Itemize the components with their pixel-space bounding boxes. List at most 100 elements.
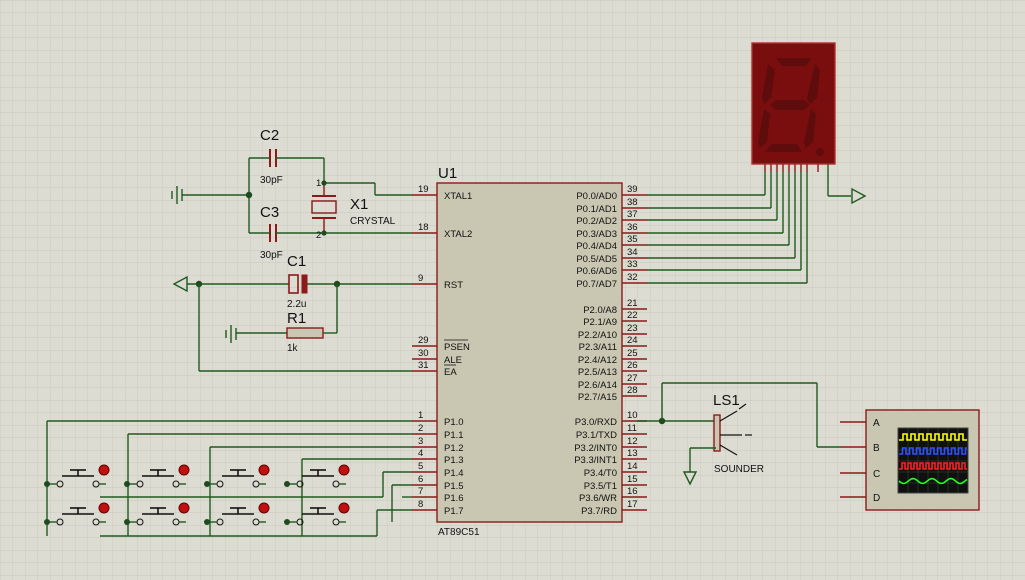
mcu-pin-number: 34 (627, 247, 638, 258)
keypad-button[interactable] (284, 464, 350, 488)
junction-dot (44, 519, 50, 525)
mcu-pin-number: 39 (627, 184, 638, 195)
junction-dot (124, 519, 130, 525)
mcu-pin-name: P0.3/AD3 (576, 229, 617, 240)
junction-dot (321, 230, 327, 236)
mcu-pin-number: 1 (418, 410, 423, 421)
junction-dot (245, 191, 253, 199)
ground-symbol-sounder (682, 471, 698, 486)
mcu-pin-name: P3.3/INT1 (574, 455, 617, 466)
button-state-indicator (258, 502, 270, 514)
c3-ref-label: C3 (260, 204, 279, 221)
mcu-pin-name: P1.6 (444, 493, 464, 504)
mcu-pin-name: P3.6/WR (579, 493, 617, 504)
keypad-button[interactable] (124, 464, 190, 488)
resistor-r1[interactable]: R1 1k (236, 310, 337, 354)
scope-trace (899, 462, 967, 470)
keypad-button[interactable] (44, 502, 110, 526)
keypad-button[interactable] (204, 464, 270, 488)
button-state-indicator (98, 464, 110, 476)
junction-dot (284, 519, 290, 525)
mcu-pin-number: 5 (418, 461, 423, 472)
mcu-pin-number: 38 (627, 197, 638, 208)
mcu-pin-name: ALE (444, 355, 462, 366)
mcu-pin-name: P1.3 (444, 455, 464, 466)
mcu-pin-number: 17 (627, 499, 638, 510)
keypad-button[interactable] (204, 502, 270, 526)
junction-dot (284, 481, 290, 487)
mcu-pin-number: 22 (627, 310, 638, 321)
scope-channel-label: A (873, 418, 880, 429)
button-state-indicator (178, 464, 190, 476)
button-state-indicator (258, 464, 270, 476)
keypad-matrix (44, 420, 412, 537)
mcu-pin-number: 7 (418, 486, 423, 497)
mcu-pin-number: 3 (418, 436, 423, 447)
mcu-pin-name: P1.0 (444, 417, 464, 428)
mcu-pin-number: 24 (627, 335, 638, 346)
mcu-pin-number: 35 (627, 234, 638, 245)
mcu-pin-number: 14 (627, 461, 638, 472)
mcu-pin-number: 9 (418, 273, 423, 284)
x1-ref-label: X1 (350, 196, 368, 213)
mcu-pin-number: 33 (627, 259, 638, 270)
mcu-pin-number: 4 (418, 448, 423, 459)
capacitor-c1[interactable]: C1 2.2u (287, 253, 412, 310)
seven-segment-display[interactable] (751, 42, 836, 172)
button-state-indicator (338, 502, 350, 514)
mcu-pin-name: P0.4/AD4 (576, 241, 617, 252)
mcu-pin-name: PSEN (444, 342, 470, 353)
crystal-x1[interactable]: 1 2 X1 CRYSTAL (311, 178, 396, 241)
mcu-pin-name: XTAL2 (444, 229, 472, 240)
junction-dot (321, 180, 327, 186)
mcu-pin-number: 23 (627, 323, 638, 334)
mcu-pin-name: EA (444, 367, 457, 378)
mcu-u1[interactable]: U1 AT89C51 19XTAL118XTAL29RST29PSEN30ALE… (412, 165, 647, 538)
mcu-pin-name: P3.2/INT0 (574, 443, 617, 454)
mcu-pin-name: P1.1 (444, 430, 464, 441)
mcu-pin-name: P2.3/A11 (579, 342, 617, 353)
p0-bus-wires (647, 172, 808, 284)
mcu-pin-name: P0.5/AD5 (576, 254, 617, 265)
scope-trace (899, 447, 967, 455)
capacitor-c2[interactable]: C2 30pF (249, 127, 324, 186)
mcu-pin-number: 16 (627, 486, 638, 497)
mcu-pin-number: 25 (627, 348, 638, 359)
capacitor-c3[interactable]: C3 30pF (249, 204, 412, 261)
mcu-pin-number: 27 (627, 373, 638, 384)
ground-terminal-display[interactable] (851, 187, 867, 205)
mcu-pin-number: 32 (627, 272, 638, 283)
mcu-left-pins: 19XTAL118XTAL29RST29PSEN30ALE31EA1P1.02P… (412, 184, 472, 517)
button-state-indicator (98, 502, 110, 514)
button-state-indicator (338, 464, 350, 476)
mcu-pin-number: 21 (627, 298, 638, 309)
mcu-pin-number: 36 (627, 222, 638, 233)
x1-value-label: CRYSTAL (350, 216, 396, 227)
mcu-pin-name: P2.5/A13 (578, 367, 617, 378)
mcu-pin-number: 11 (627, 423, 637, 434)
x1-pin1-number: 1 (316, 178, 321, 189)
keypad-button[interactable] (44, 464, 110, 488)
mcu-pin-number: 6 (418, 474, 423, 485)
mcu-body[interactable] (436, 182, 623, 523)
junction-dot (204, 519, 210, 525)
junction-dot (124, 481, 130, 487)
mcu-pin-name: P2.6/A14 (578, 380, 617, 391)
keypad-button[interactable] (124, 502, 190, 526)
r1-ref-label: R1 (287, 310, 306, 327)
scope-trace (898, 477, 968, 485)
mcu-pin-name: P2.0/A8 (583, 305, 617, 316)
mcu-pin-number: 30 (418, 348, 429, 359)
mcu-pin-number: 15 (627, 474, 638, 485)
keypad-button[interactable] (284, 502, 350, 526)
mcu-pin-number: 37 (627, 209, 638, 220)
mcu-pin-name: P2.4/A12 (578, 355, 617, 366)
mcu-pin-name: P2.2/A10 (578, 330, 617, 341)
sounder-ls1[interactable]: LS1 SOUNDER (713, 392, 764, 475)
mcu-pin-name: P3.1/TXD (576, 430, 617, 441)
c2-value-label: 30pF (260, 175, 283, 186)
mcu-pin-number: 13 (627, 448, 638, 459)
mcu-pin-name: P2.7/A15 (578, 392, 617, 403)
